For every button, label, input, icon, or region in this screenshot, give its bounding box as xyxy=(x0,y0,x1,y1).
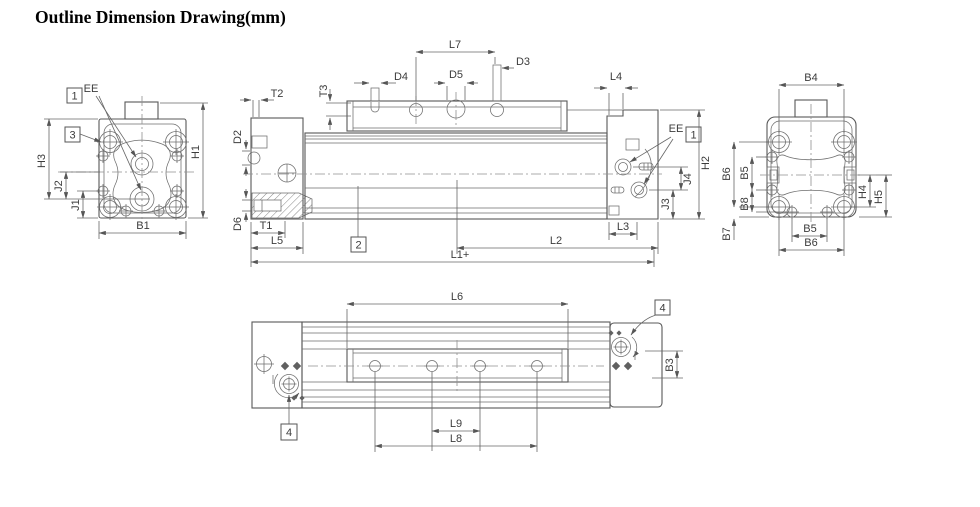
dim-label-ee-right: EE xyxy=(669,123,684,135)
cushion-adjuster-left xyxy=(279,374,299,394)
dim-label-j1: J1 xyxy=(70,199,82,211)
callout-4-right: 4 xyxy=(659,303,665,315)
dim-label-h3: H3 xyxy=(36,154,48,168)
callout-3: 3 xyxy=(69,130,75,142)
dim-label-l3: L3 xyxy=(617,221,629,233)
dim-label-h2: H2 xyxy=(700,156,712,170)
dim-label-b7: B7 xyxy=(721,227,733,240)
dim-label-t1: T1 xyxy=(260,220,273,232)
dim-label-b6-left: B6 xyxy=(721,167,733,180)
cushion-adjuster-right xyxy=(611,337,631,357)
dim-label-l2: L2 xyxy=(550,235,562,247)
dim-label-j3: J3 xyxy=(660,198,672,210)
side-view: T2 T3 L7 D4 D5 D3 L4 D2 D6 xyxy=(232,39,712,267)
dim-label-ee-left: EE xyxy=(84,83,99,95)
dim-label-h5: H5 xyxy=(873,190,885,204)
dim-label-b8: B8 xyxy=(739,197,751,210)
callout-box-4-left xyxy=(280,423,298,441)
dim-label-d3: D3 xyxy=(516,56,530,68)
dim-label-d5: D5 xyxy=(449,69,463,81)
dim-label-l6: L6 xyxy=(451,291,463,303)
slide-rail xyxy=(346,348,569,383)
port-ee-lower-side xyxy=(630,181,648,199)
dim-label-l8: L8 xyxy=(450,433,462,445)
callout-4-left: 4 xyxy=(286,427,292,439)
dim-label-b5-left: B5 xyxy=(739,166,751,179)
stopper-pin xyxy=(492,64,502,102)
right-end-view: B4 B6 B5 B8 B7 H4 H5 B5 B6 xyxy=(721,72,892,256)
dim-label-b4: B4 xyxy=(804,72,817,84)
slide-table xyxy=(346,100,568,132)
dim-label-l9: L9 xyxy=(450,418,462,430)
callout-box-1-left xyxy=(66,87,83,104)
callout-1-right: 1 xyxy=(690,130,696,142)
dim-label-j4: J4 xyxy=(682,173,694,185)
callout-1-left: 1 xyxy=(71,91,77,103)
dim-label-l1: L1+ xyxy=(451,249,470,261)
callout-box-4-right xyxy=(654,299,671,316)
bolt-hole xyxy=(162,193,190,221)
callout-box-3 xyxy=(64,126,81,143)
dim-label-l4: L4 xyxy=(610,71,622,83)
dim-label-d6: D6 xyxy=(232,217,244,231)
dim-label-h1: H1 xyxy=(190,145,202,159)
callout-2: 2 xyxy=(355,240,361,252)
dim-label-b1: B1 xyxy=(136,220,149,232)
dim-label-t2: T2 xyxy=(271,88,284,100)
dim-label-b6-bottom: B6 xyxy=(804,237,817,249)
dim-label-j2: J2 xyxy=(53,180,65,192)
page-title: Outline Dimension Drawing(mm) xyxy=(35,7,286,27)
dim-label-l7: L7 xyxy=(449,39,461,51)
port-ee-upper-side xyxy=(614,158,632,176)
callout-box-2 xyxy=(350,236,367,253)
left-end-view: H3 J2 J1 B1 H1 1 EE 3 xyxy=(36,83,208,239)
dim-label-d2: D2 xyxy=(232,130,244,144)
dim-label-b3: B3 xyxy=(664,358,676,371)
dim-label-t3: T3 xyxy=(318,85,330,98)
hatched-cushion xyxy=(251,192,313,219)
bolt-hole xyxy=(96,193,124,221)
dim-label-h4: H4 xyxy=(857,185,869,199)
dim-label-l5: L5 xyxy=(271,235,283,247)
dim-label-b5-bottom: B5 xyxy=(803,223,816,235)
top-view: L6 4 B3 L9 L8 4 xyxy=(251,291,683,452)
dim-label-d4: D4 xyxy=(394,71,408,83)
